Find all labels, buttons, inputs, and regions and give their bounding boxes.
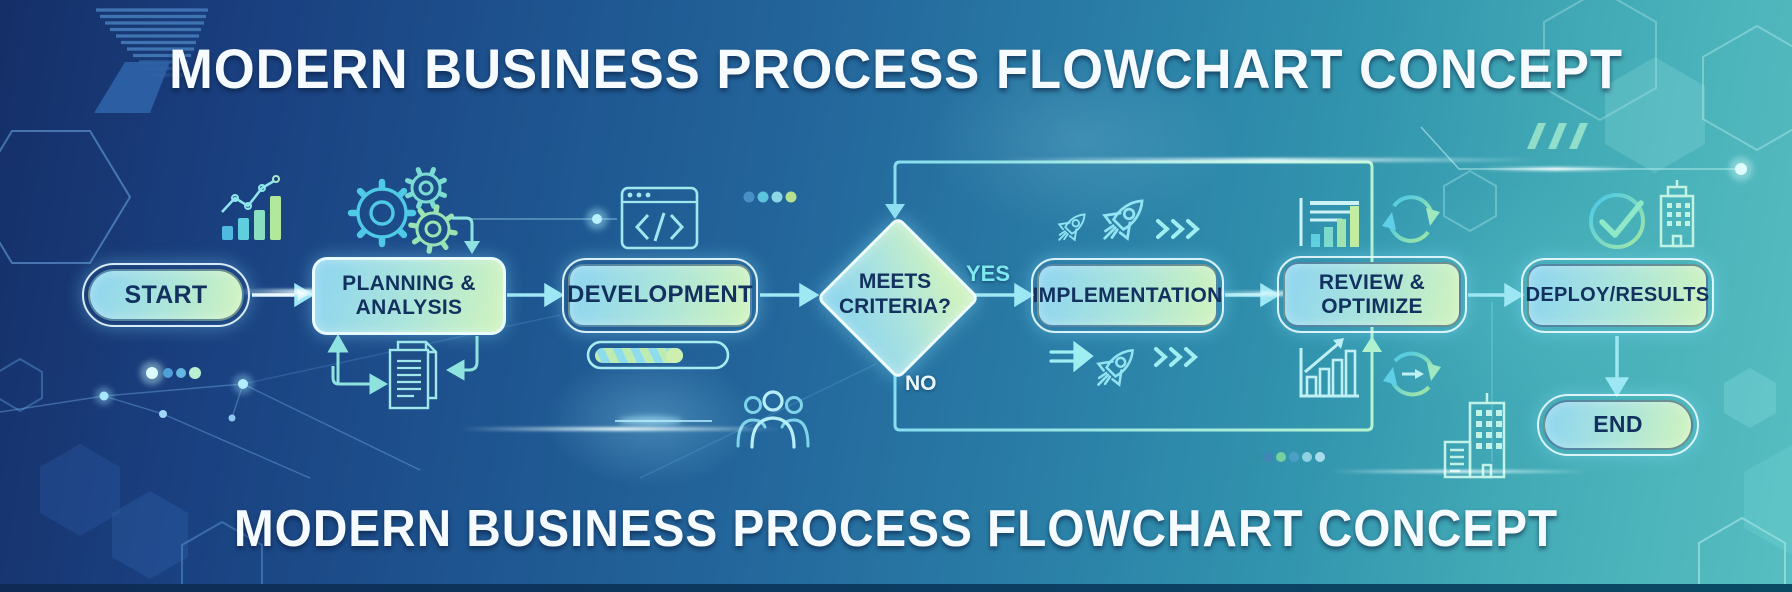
node-start-label: START [124, 281, 208, 309]
progress-bar-icon [586, 340, 730, 370]
node-development-label: DEVELOPMENT [567, 281, 753, 309]
parallelogram-decoration [94, 62, 170, 113]
code-window-icon [620, 186, 699, 250]
node-end: END [1537, 394, 1699, 456]
node-start: START [82, 263, 250, 327]
node-planning-line1: PLANNING & [342, 271, 476, 295]
edge-development-decision [760, 282, 820, 308]
growth-bars-icon [1299, 338, 1359, 398]
rocket-bottom-icon [1086, 338, 1145, 397]
edge-review-deploy [1468, 282, 1525, 308]
progress-dots-icon [1250, 452, 1325, 462]
node-review-line2: OPTIMIZE [1321, 294, 1423, 318]
node-review-line1: REVIEW & [1318, 270, 1426, 294]
document-icon [388, 340, 438, 410]
report-chart-icon [1299, 198, 1359, 247]
node-implementation-label: IMPLEMENTATION [1032, 283, 1223, 307]
node-review-optimize: REVIEW & OPTIMIZE [1277, 256, 1467, 333]
gear-arrow-icon [452, 216, 480, 254]
no-edge-label: NO [905, 372, 937, 395]
comet-center [615, 416, 712, 426]
city-buildings-icon [1443, 393, 1506, 479]
growth-trend-icon [221, 175, 281, 240]
node-planning-analysis: PLANNING & ANALYSIS [312, 257, 506, 335]
comet-left [96, 361, 201, 385]
light-streak [233, 289, 383, 295]
fast-forward-icon [1049, 340, 1094, 373]
light-streak [460, 427, 780, 431]
node-decision: MEETS CRITERIA? [815, 215, 981, 381]
line-dot-topright [1420, 126, 1753, 181]
light-streak [1000, 158, 1540, 162]
loading-dots-icon [743, 191, 797, 203]
slashes-decoration [1527, 123, 1588, 149]
hexagons-right [1443, 0, 1792, 592]
hexagons-left [0, 130, 263, 592]
rocket-small-icon [1050, 205, 1094, 249]
light-streak [1480, 167, 1630, 171]
light-streak [1330, 470, 1590, 473]
loop-arrow-down [885, 204, 905, 219]
rocket-large-icon [1091, 188, 1155, 252]
node-end-label: END [1593, 411, 1643, 438]
node-deploy-results: DEPLOY/RESULTS [1521, 258, 1714, 333]
bottom-edge-strip [0, 584, 1792, 592]
node-decision-line1: MEETS [858, 270, 932, 294]
line-to-code-icon [452, 208, 617, 230]
edge-decision-implementation [974, 282, 1035, 308]
node-implementation: IMPLEMENTATION [1031, 258, 1224, 333]
sync-icon [1383, 351, 1441, 397]
yes-edge-label: YES [966, 261, 1011, 286]
network-dots [95, 374, 253, 422]
page-subtitle: MODERN BUSINESS PROCESS FLOWCHART CONCEP… [233, 500, 1559, 558]
building-icon [1659, 180, 1695, 248]
node-deploy-label: DEPLOY/RESULTS [1525, 284, 1710, 307]
refresh-icon [1382, 195, 1440, 243]
gears-icon [347, 166, 458, 254]
node-development: DEVELOPMENT [562, 258, 758, 333]
edge-planning-development [507, 282, 565, 308]
page-title: MODERN BUSINESS PROCESS FLOWCHART CONCEP… [168, 37, 1624, 100]
check-circle-icon [1589, 193, 1645, 249]
team-icon [736, 390, 810, 449]
document-cycle-arrows [327, 333, 479, 395]
node-planning-line2: ANALYSIS [355, 296, 463, 319]
loop-arrow-up [1362, 336, 1382, 352]
node-decision-line2: CRITERIA? [839, 295, 951, 318]
edge-deploy-end [1604, 336, 1630, 398]
